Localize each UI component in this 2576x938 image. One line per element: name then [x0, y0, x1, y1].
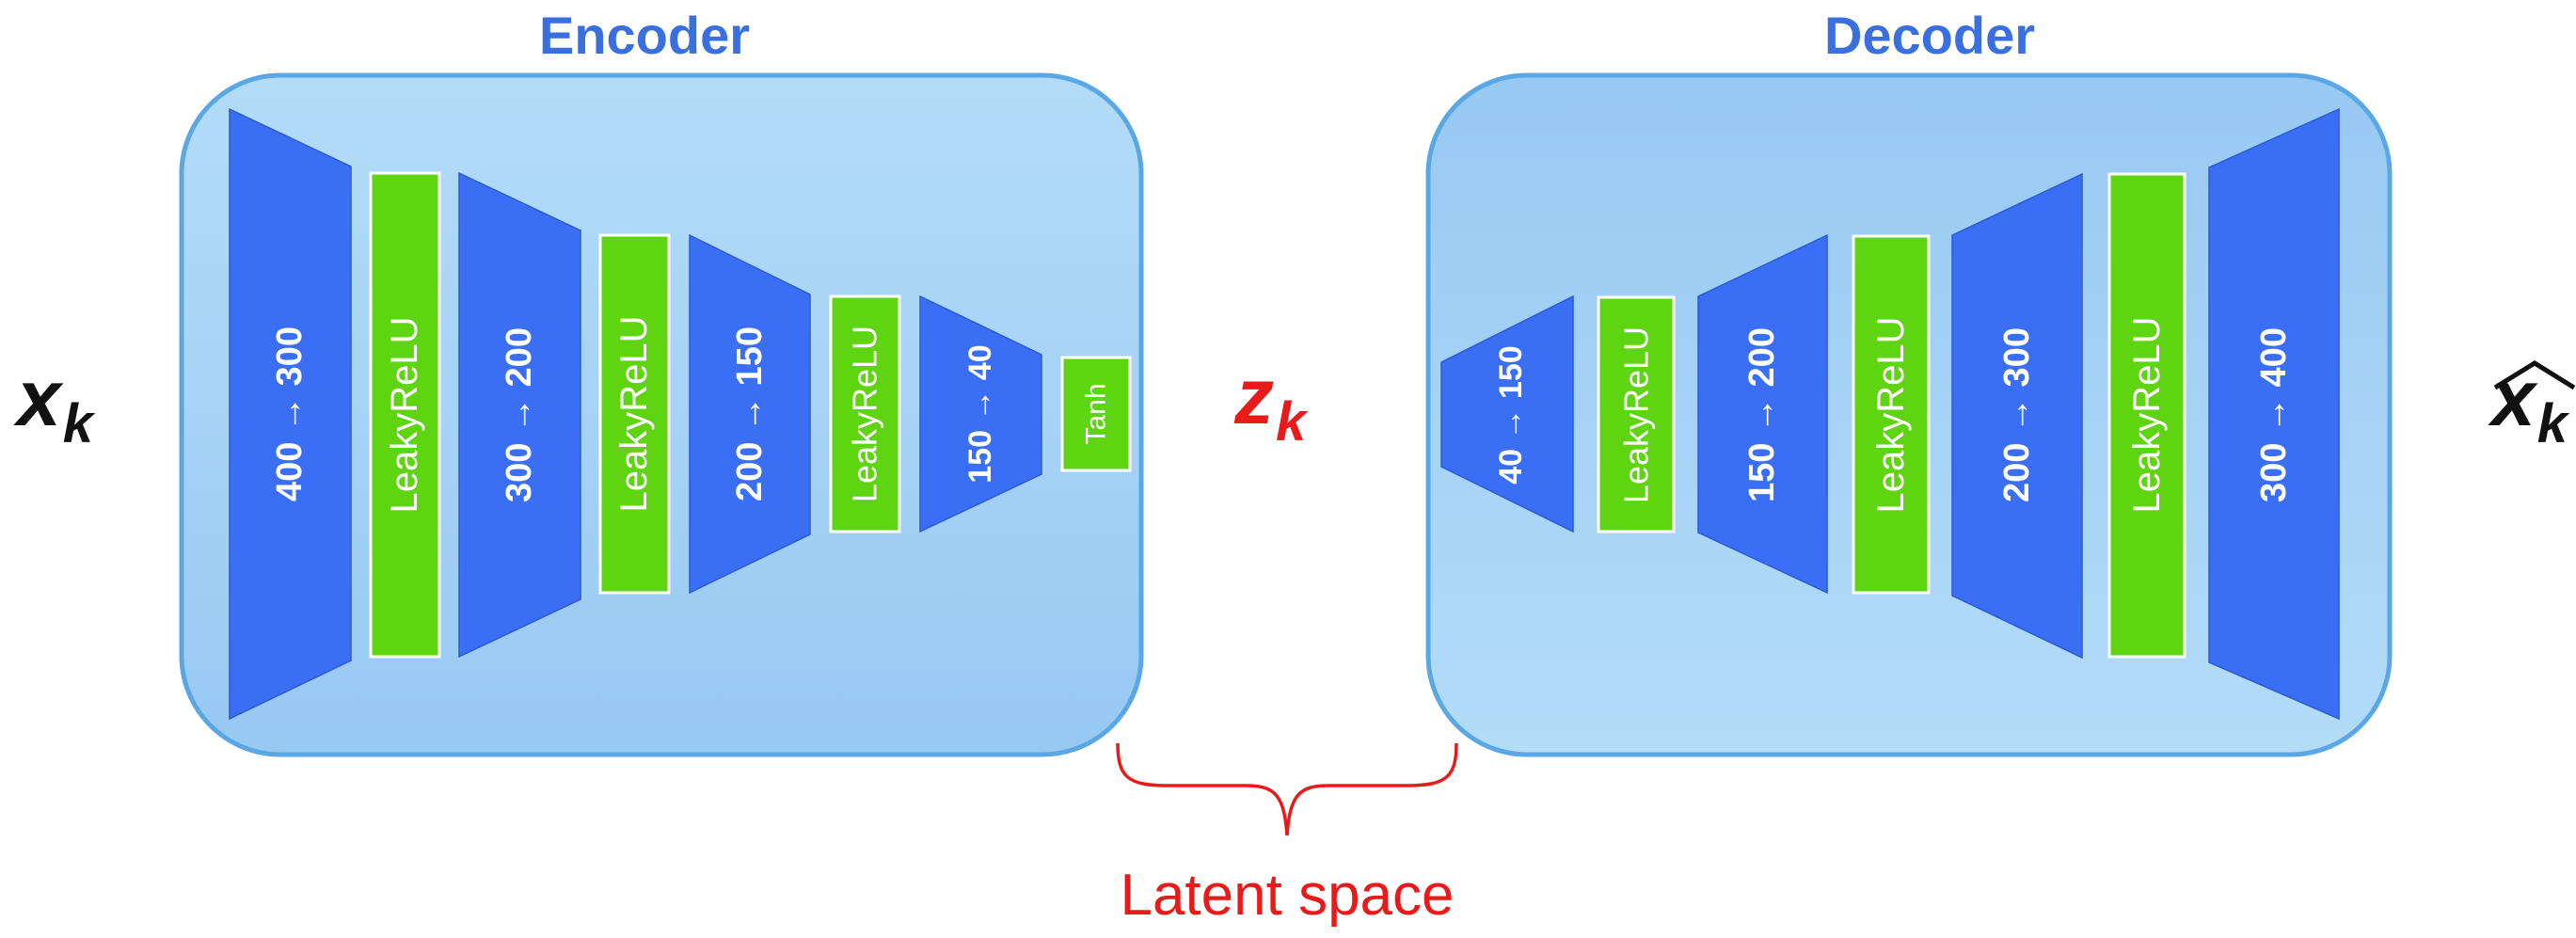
decoder-linear-layer-5: [1951, 172, 2083, 660]
latent-symbol-sub: k: [1276, 391, 1309, 453]
encoder-layer-label-1: 400 → 300: [270, 326, 310, 501]
encoder-layer-label-4: LeakyReLU: [613, 315, 655, 512]
encoder-linear-layer-3: [458, 171, 581, 659]
latent-symbol-base: z: [1233, 352, 1274, 440]
encoder-layer-label-6: LeakyReLU: [846, 326, 884, 502]
encoder-title: Encoder: [539, 6, 750, 65]
decoder-linear-layer-1: [1440, 294, 1574, 533]
latent-space-label: Latent space: [1120, 863, 1454, 928]
decoder-layer-label-1: 40 → 150: [1493, 345, 1529, 484]
decoder-activation-layer-4: [1852, 234, 1931, 595]
decoder-layer-label-4: LeakyReLU: [1870, 316, 1912, 513]
latent-brace-icon: [1116, 742, 1458, 836]
decoder-layer-label-2: LeakyReLU: [1617, 326, 1656, 503]
encoder-activation-layer-4: [598, 233, 671, 595]
encoder-activation-layer-2: [369, 171, 441, 659]
encoder-layer-label-2: LeakyReLU: [384, 316, 425, 513]
output-symbol-sub: k: [2537, 393, 2570, 454]
decoder-layer-label-6: LeakyReLU: [2126, 316, 2168, 513]
decoder-activation-layer-6: [2107, 172, 2186, 659]
encoder-layers: 400 → 300 LeakyReLU 300 → 200 LeakyReLU 200 …: [229, 107, 1132, 721]
decoder-layer-label-7: 300 → 400: [2254, 327, 2294, 502]
input-symbol: xk: [13, 354, 96, 454]
svg-text:zk: zk: [1233, 352, 1309, 453]
encoder-activation-layer-6: [829, 294, 901, 533]
encoder-layer-label-5: 200 → 150: [730, 326, 770, 501]
decoder-activation-layer-2: [1597, 295, 1676, 533]
svg-text:xk: xk: [13, 354, 96, 454]
encoder-linear-layer-1: [229, 107, 352, 721]
latent-symbol: zk: [1233, 352, 1309, 453]
output-symbol: xk: [2488, 354, 2576, 454]
decoder-linear-layer-3: [1697, 233, 1828, 595]
input-symbol-sub: k: [63, 393, 96, 454]
output-hat-icon: [2493, 360, 2576, 390]
decoder-title: Decoder: [1824, 6, 2035, 65]
decoder-layers: 40 → 150 LeakyReLU 150 → 200 LeakyReLU 200 →…: [1440, 107, 2340, 721]
input-symbol-base: x: [13, 354, 64, 442]
svg-text:xk: xk: [2488, 354, 2570, 454]
encoder-layer-label-8: Tanh: [1081, 383, 1112, 444]
encoder-linear-layer-5: [689, 233, 811, 595]
decoder-layer-label-3: 150 → 200: [1742, 327, 1782, 502]
encoder-linear-layer-7: [919, 294, 1042, 533]
decoder-layer-label-5: 200 → 300: [1997, 327, 2037, 502]
decoder-linear-layer-7: [2208, 107, 2340, 721]
encoder-activation-layer-8: [1060, 356, 1132, 472]
encoder-layer-label-3: 300 → 200: [500, 327, 539, 502]
encoder-layer-label-7: 150 → 40: [962, 344, 998, 483]
